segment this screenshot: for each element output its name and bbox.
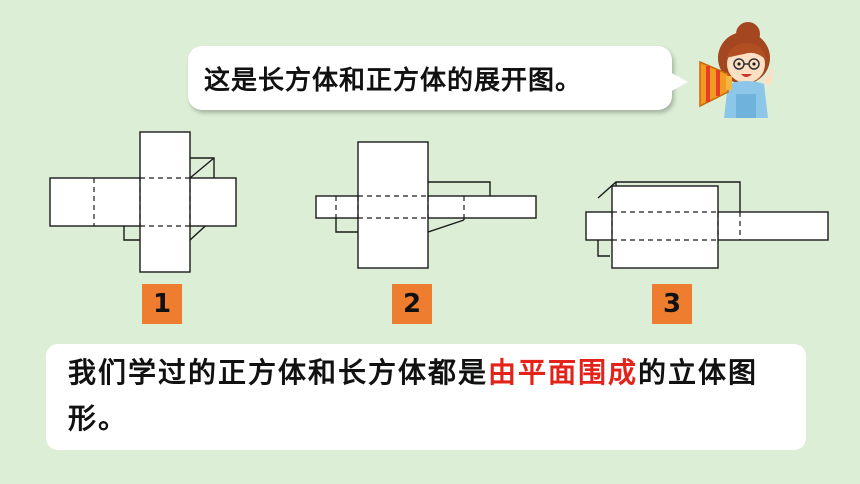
speech-text: 这是长方体和正方体的展开图。 xyxy=(204,65,583,96)
summary-highlight: 由平面围成 xyxy=(488,356,639,389)
summary-part1: 我们学过的正方体和长方体都是 xyxy=(68,356,489,389)
cuboid-net-figure-3 xyxy=(585,181,829,269)
net-label-2: 2 xyxy=(392,284,432,324)
net-label-3: 3 xyxy=(652,284,692,324)
summary-text-box: 我们学过的正方体和长方体都是由平面围成的立体图形。 xyxy=(46,344,806,450)
net-label-1: 1 xyxy=(142,284,182,324)
cube-net-figure xyxy=(49,131,237,273)
speech-bubble-tail xyxy=(666,70,688,94)
girl-with-megaphone-icon xyxy=(699,22,773,118)
cuboid-net-figure-2 xyxy=(315,141,537,269)
speech-bubble: 这是长方体和正方体的展开图。 xyxy=(188,46,672,110)
summary-part2: 的立体图形。 xyxy=(68,356,759,435)
